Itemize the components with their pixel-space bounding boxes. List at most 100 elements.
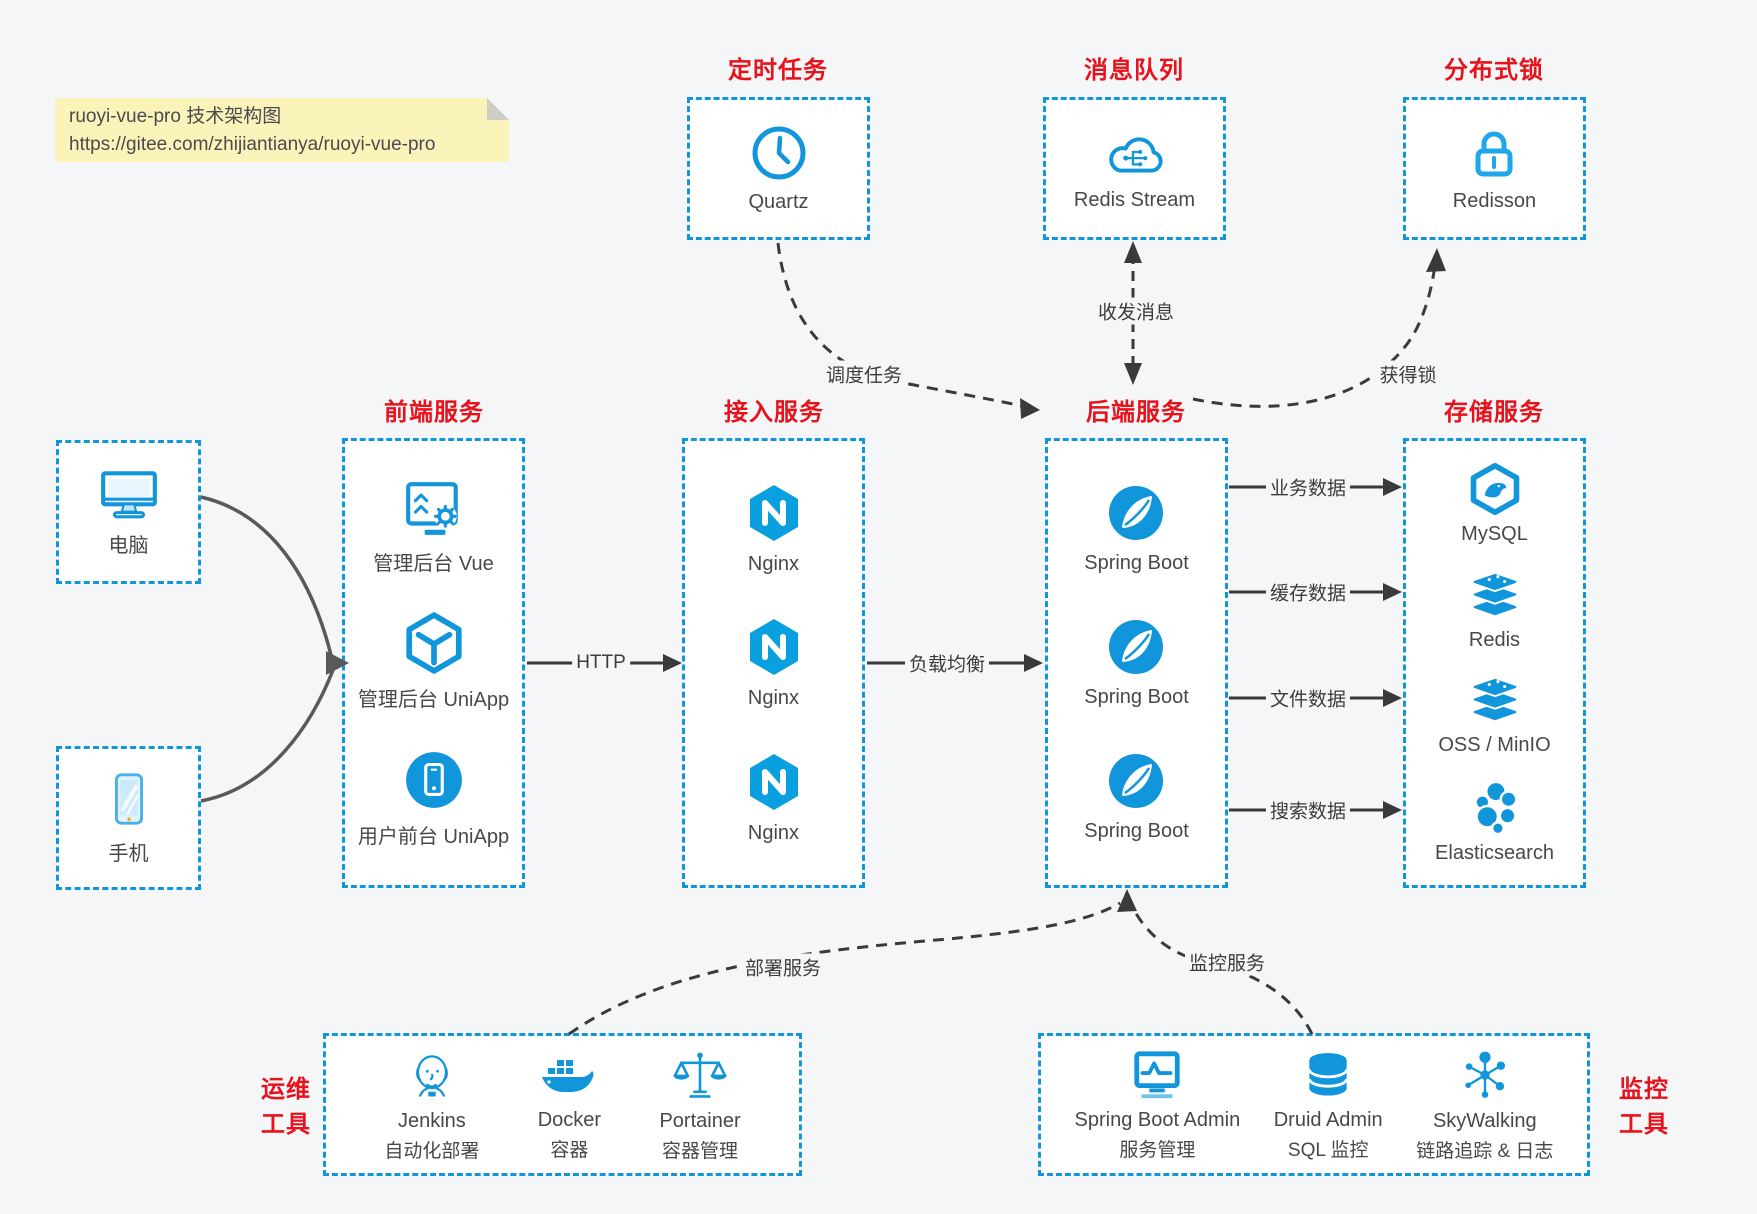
monitoring-item-spring-boot-admin: Spring Boot Admin 服务管理 <box>1075 1048 1240 1162</box>
smartphone-icon <box>100 770 158 828</box>
arrowhead-load-balance <box>1024 654 1043 672</box>
redis-stream-item: Redis Stream <box>1074 126 1195 212</box>
edge-label-cache-data: 缓存数据 <box>1265 578 1351 606</box>
group-title-frontend: 前端服务 <box>384 399 484 426</box>
item-label: Docker <box>537 1108 602 1131</box>
item-label: Nginx <box>747 552 800 575</box>
frontend-item-admin-uniapp: 管理后台 UniApp <box>358 612 509 712</box>
monitoring-item-druid: Druid Admin SQL 监控 <box>1274 1048 1383 1162</box>
cloud-network-icon <box>1102 126 1168 180</box>
portainer-icon <box>672 1047 728 1103</box>
group-title-gateway: 接入服务 <box>724 399 824 426</box>
arrowhead-messages-up <box>1124 241 1142 263</box>
sticky-note: ruoyi-vue-pro 技术架构图 https://gitee.com/zh… <box>55 98 509 162</box>
item-label: Druid Admin <box>1273 1108 1383 1131</box>
item-label: MySQL <box>1461 523 1528 546</box>
edge-deploy-curve <box>568 901 1121 1036</box>
group-title-message-queue: 消息队列 <box>1084 57 1184 84</box>
storage-box: MySQL Redis OSS <box>1403 438 1586 888</box>
frontend-item-admin-vue: 管理后台 Vue <box>373 478 494 576</box>
druid-icon <box>1300 1048 1356 1102</box>
devops-title-line2: 工具 <box>261 1111 311 1138</box>
elasticsearch-icon <box>1466 778 1524 836</box>
nginx-icon <box>744 616 804 678</box>
group-title-distributed-lock: 分布式锁 <box>1444 57 1544 84</box>
gateway-item-nginx-2: Nginx <box>744 616 804 710</box>
group-title-scheduled: 定时任务 <box>728 57 828 84</box>
nginx-icon <box>744 482 804 544</box>
quartz-item: Quartz <box>748 124 809 214</box>
edge-label-load-balance: 负载均衡 <box>904 649 990 677</box>
item-sublabel: 自动化部署 <box>384 1140 480 1162</box>
arrowhead-acquire-lock <box>1426 248 1446 272</box>
item-label: OSS / MinIO <box>1438 734 1551 757</box>
edge-label-business-data: 业务数据 <box>1265 473 1351 501</box>
devops-item-portainer: Portainer 容器管理 <box>659 1047 741 1163</box>
arrowhead-messages-down <box>1124 363 1142 385</box>
mysql-icon <box>1467 461 1523 517</box>
pc-item: 电脑 <box>98 466 160 558</box>
item-label: 电脑 <box>108 535 149 557</box>
backend-box: Spring Boot Spring Boot Spring Boot <box>1045 438 1228 888</box>
note-title: ruoyi-vue-pro 技术架构图 <box>69 106 282 127</box>
item-label: Spring Boot <box>1084 820 1189 842</box>
item-label: Nginx <box>747 687 800 709</box>
storage-item-elasticsearch: Elasticsearch <box>1435 778 1554 865</box>
jenkins-icon <box>404 1047 460 1103</box>
arrowhead-file-data <box>1383 689 1402 707</box>
item-label: 管理后台 UniApp <box>357 689 510 711</box>
phone-item: 手机 <box>100 770 158 866</box>
edge-label-file-data: 文件数据 <box>1265 684 1351 712</box>
docker-icon <box>538 1048 600 1102</box>
item-label: 管理后台 Vue <box>373 552 494 575</box>
edge-label-http: HTTP <box>572 652 630 674</box>
arrowhead-schedule <box>1020 398 1040 419</box>
monitoring-title-line1: 监控 <box>1619 1076 1669 1103</box>
storage-item-mysql: MySQL <box>1461 461 1528 546</box>
item-label: Redis Stream <box>1073 188 1196 211</box>
monitoring-box: Spring Boot Admin 服务管理 Druid Admin SQL 监… <box>1038 1033 1590 1176</box>
edge-pc-to-frontend <box>200 495 333 656</box>
redisson-item: Redisson <box>1453 125 1536 213</box>
item-label: Quartz <box>748 190 809 213</box>
storage-item-oss-minio: OSS / MinIO <box>1438 672 1551 757</box>
edge-label-monitor: 监控服务 <box>1184 948 1270 976</box>
item-label: Spring Boot <box>1084 686 1189 708</box>
gateway-box: Nginx Nginx Nginx <box>682 438 865 888</box>
gateway-item-nginx-1: Nginx <box>744 482 804 576</box>
backend-item-spring-boot-1: Spring Boot <box>1084 483 1189 575</box>
item-label: Redisson <box>1452 189 1537 212</box>
group-title-monitoring: 监控 工具 <box>1598 1072 1690 1142</box>
item-label: SkyWalking <box>1432 1109 1537 1132</box>
edge-phone-to-frontend <box>200 669 335 803</box>
redis-stream-box: Redis Stream <box>1043 97 1226 240</box>
devops-item-jenkins: Jenkins 自动化部署 <box>384 1047 479 1163</box>
object-storage-icon <box>1466 672 1524 728</box>
gateway-item-nginx-3: Nginx <box>744 751 804 845</box>
uniapp-cube-icon <box>403 612 465 674</box>
item-label: 用户前台 UniApp <box>357 825 510 848</box>
item-label: Spring Boot <box>1084 552 1189 574</box>
pc-box: 电脑 <box>56 440 201 584</box>
monitoring-title-line2: 工具 <box>1619 1111 1669 1138</box>
mobile-app-icon <box>403 749 465 811</box>
devops-item-docker: Docker 容器 <box>538 1048 601 1162</box>
spring-boot-icon <box>1106 751 1166 811</box>
arrowhead-search-data <box>1383 801 1402 819</box>
spring-boot-admin-icon <box>1128 1048 1186 1102</box>
note-url: https://gitee.com/zhijiantianya/ruoyi-vu… <box>69 134 436 155</box>
frontend-item-user-uniapp: 用户前台 UniApp <box>358 749 509 849</box>
admin-vue-icon <box>403 478 465 538</box>
item-sublabel: SQL 监控 <box>1287 1139 1369 1161</box>
item-sublabel: 容器 <box>550 1139 589 1161</box>
desktop-icon <box>98 466 160 520</box>
group-title-backend: 后端服务 <box>1086 399 1186 426</box>
nginx-icon <box>744 751 804 813</box>
monitoring-item-skywalking: SkyWalking 链路追踪 & 日志 <box>1416 1047 1553 1163</box>
backend-item-spring-boot-3: Spring Boot <box>1084 751 1189 843</box>
redisson-box: Redisson <box>1403 97 1586 240</box>
phone-box: 手机 <box>56 746 201 890</box>
backend-item-spring-boot-2: Spring Boot <box>1084 617 1189 709</box>
quartz-box: Quartz <box>687 97 870 240</box>
